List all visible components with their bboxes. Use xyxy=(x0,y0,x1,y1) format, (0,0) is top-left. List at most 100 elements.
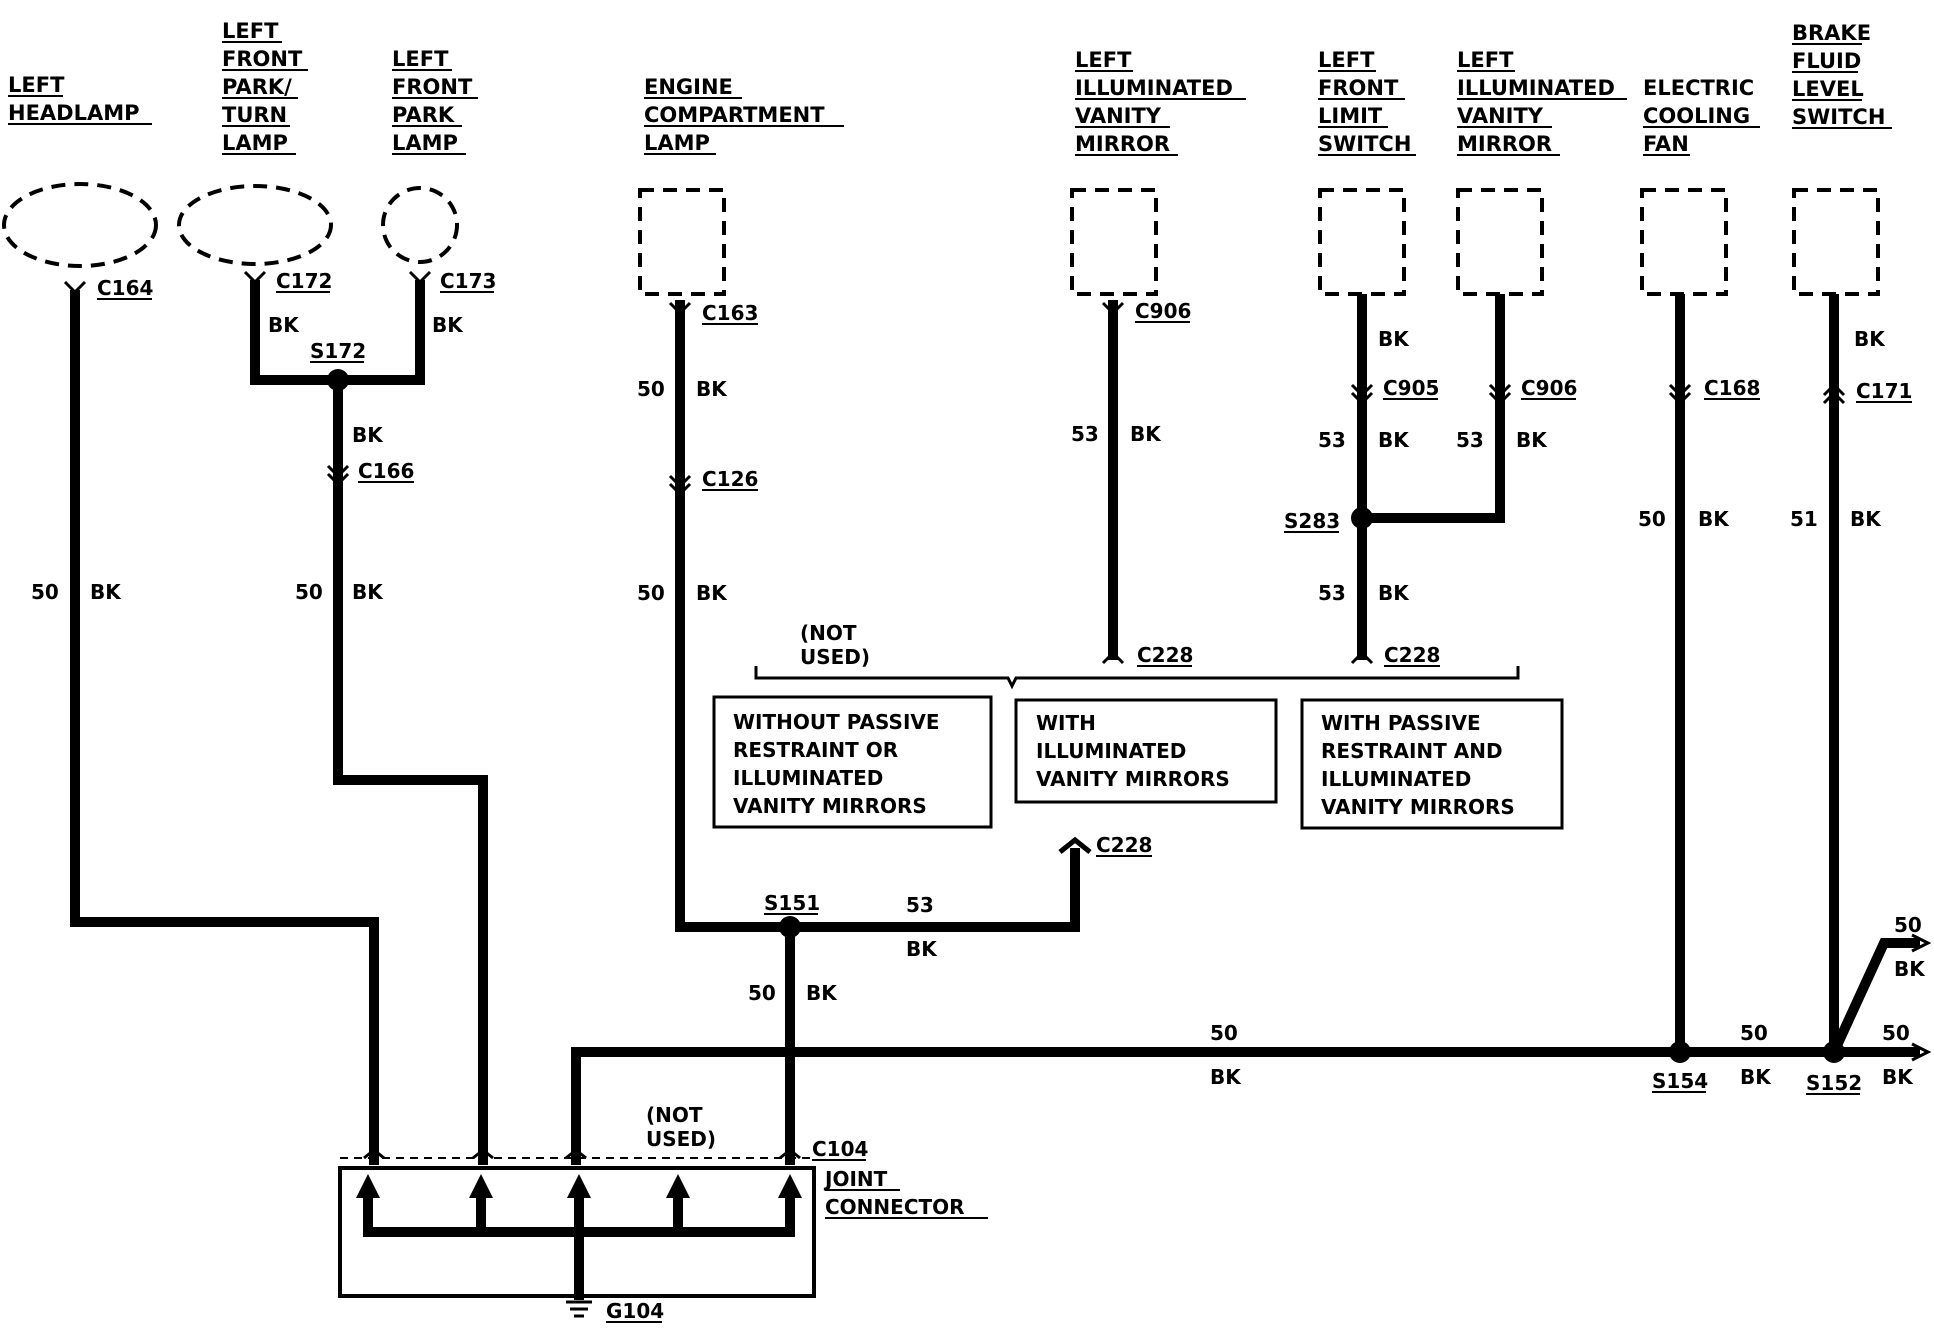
svg-text:LEFT: LEFT xyxy=(1457,48,1514,72)
connector-symbols xyxy=(63,270,1932,1062)
svg-text:WITH: WITH xyxy=(1036,711,1096,735)
svg-text:JOINT: JOINT xyxy=(823,1167,888,1191)
svg-text:C905: C905 xyxy=(1383,376,1439,400)
svg-text:BK: BK xyxy=(1854,327,1886,351)
svg-text:C164: C164 xyxy=(97,276,153,300)
brake-switch-outline xyxy=(1792,188,1880,296)
svg-text:ELECTRIC: ELECTRIC xyxy=(1643,76,1754,100)
svg-text:53: 53 xyxy=(1456,428,1484,452)
svg-text:CONNECTOR: CONNECTOR xyxy=(825,1195,965,1219)
svg-text:S283: S283 xyxy=(1284,509,1340,533)
svg-text:50: 50 xyxy=(1210,1021,1238,1045)
wire-park xyxy=(338,280,425,385)
svg-text:50: 50 xyxy=(748,981,776,1005)
svg-text:BK: BK xyxy=(1894,957,1926,981)
svg-text:FRONT: FRONT xyxy=(392,75,473,99)
svg-text:LAMP: LAMP xyxy=(392,131,458,155)
svg-text:VANITY: VANITY xyxy=(1075,104,1162,128)
svg-text:C126: C126 xyxy=(702,467,758,491)
svg-text:C166: C166 xyxy=(358,459,414,483)
wire-vanity-mirror-2 xyxy=(1362,294,1505,523)
svg-text:RESTRAINT AND: RESTRAINT AND xyxy=(1321,739,1503,763)
svg-text:VANITY MIRRORS: VANITY MIRRORS xyxy=(733,794,927,818)
label-left-headlamp: LEFT HEADLAMP xyxy=(8,73,152,125)
svg-text:C228: C228 xyxy=(1137,643,1193,667)
svg-text:C172: C172 xyxy=(276,269,332,293)
limit-switch-outline xyxy=(1318,188,1406,296)
svg-text:LIMIT: LIMIT xyxy=(1318,104,1383,128)
park-lamp-outline xyxy=(381,186,459,264)
svg-text:C173: C173 xyxy=(440,269,496,293)
svg-text:WITH PASSIVE: WITH PASSIVE xyxy=(1321,711,1481,735)
splice-s283-dot xyxy=(1351,507,1373,529)
not-used-note-top: (NOT USED) xyxy=(800,621,870,669)
svg-text:MIRROR: MIRROR xyxy=(1075,132,1170,156)
svg-text:BK: BK xyxy=(1740,1065,1772,1089)
svg-text:50: 50 xyxy=(31,580,59,604)
svg-text:WITHOUT PASSIVE: WITHOUT PASSIVE xyxy=(733,710,940,734)
svg-text:PARK/: PARK/ xyxy=(222,75,292,99)
svg-text:C906: C906 xyxy=(1521,376,1577,400)
svg-text:BK: BK xyxy=(1378,428,1410,452)
joint-connector: JOINT CONNECTOR (NOT USED) xyxy=(338,1103,988,1300)
svg-text:USED): USED) xyxy=(800,645,870,669)
splice-s172-dot xyxy=(327,369,349,391)
svg-text:LEFT: LEFT xyxy=(1318,48,1375,72)
svg-text:S172: S172 xyxy=(310,339,366,363)
svg-text:53: 53 xyxy=(1318,581,1346,605)
ground-symbol: G104 xyxy=(566,1299,664,1323)
svg-text:COOLING: COOLING xyxy=(1643,104,1750,128)
splice-s154-dot xyxy=(1669,1041,1691,1063)
svg-text:BK: BK xyxy=(1378,581,1410,605)
svg-text:BK: BK xyxy=(1516,428,1548,452)
label-left-front-park-turn-lamp: LEFT FRONT PARK/ TURN LAMP xyxy=(222,19,308,155)
svg-text:BK: BK xyxy=(1210,1065,1242,1089)
svg-text:ILLUMINATED: ILLUMINATED xyxy=(1036,739,1186,763)
svg-text:LEFT: LEFT xyxy=(222,19,279,43)
svg-text:LEVEL: LEVEL xyxy=(1792,77,1864,101)
svg-text:MIRROR: MIRROR xyxy=(1457,132,1552,156)
splice-s151-dot xyxy=(779,916,801,938)
svg-text:C163: C163 xyxy=(702,301,758,325)
svg-text:USED): USED) xyxy=(646,1127,716,1151)
svg-text:ILLUMINATED: ILLUMINATED xyxy=(1075,76,1233,100)
svg-text:BK: BK xyxy=(90,580,122,604)
svg-text:TURN: TURN xyxy=(222,103,287,127)
svg-text:53: 53 xyxy=(1071,422,1099,446)
wire-bus xyxy=(571,1047,811,1165)
svg-text:LAMP: LAMP xyxy=(644,131,710,155)
svg-text:51: 51 xyxy=(1790,507,1818,531)
label-left-front-limit-switch: LEFT FRONT LIMIT SWITCH xyxy=(1318,48,1416,156)
svg-text:LEFT: LEFT xyxy=(392,47,449,71)
svg-text:C171: C171 xyxy=(1856,379,1912,403)
svg-text:BK: BK xyxy=(352,423,384,447)
svg-text:53: 53 xyxy=(906,893,934,917)
option-box-with-passive: WITH PASSIVE RESTRAINT AND ILLUMINATED V… xyxy=(1300,698,1564,830)
wire-s152-up xyxy=(1829,938,1920,1055)
svg-text:BK: BK xyxy=(696,581,728,605)
svg-text:BK: BK xyxy=(1698,507,1730,531)
svg-text:(NOT: (NOT xyxy=(800,621,857,645)
engine-lamp-outline xyxy=(638,188,726,296)
svg-text:FAN: FAN xyxy=(1643,132,1689,156)
svg-text:LAMP: LAMP xyxy=(222,131,288,155)
svg-text:BK: BK xyxy=(806,981,838,1005)
svg-text:BK: BK xyxy=(1850,507,1882,531)
svg-text:50: 50 xyxy=(1882,1021,1910,1045)
svg-text:ILLUMINATED: ILLUMINATED xyxy=(733,766,883,790)
svg-text:(NOT: (NOT xyxy=(646,1103,703,1127)
svg-text:BK: BK xyxy=(1882,1065,1914,1089)
svg-text:LEFT: LEFT xyxy=(8,73,65,97)
wires xyxy=(70,280,1920,1165)
svg-text:C228: C228 xyxy=(1384,643,1440,667)
svg-text:VANITY MIRRORS: VANITY MIRRORS xyxy=(1036,767,1230,791)
wire-headlamp xyxy=(70,290,379,1165)
option-brace xyxy=(754,666,1520,690)
option-box-without-passive: WITHOUT PASSIVE RESTRAINT OR ILLUMINATED… xyxy=(712,695,993,829)
label-brake-fluid-level-switch: BRAKE FLUID LEVEL SWITCH xyxy=(1792,21,1892,129)
wire-s172 xyxy=(333,380,488,1165)
svg-text:BK: BK xyxy=(906,937,938,961)
wire-park-turn xyxy=(250,280,338,385)
svg-text:C168: C168 xyxy=(1704,376,1760,400)
